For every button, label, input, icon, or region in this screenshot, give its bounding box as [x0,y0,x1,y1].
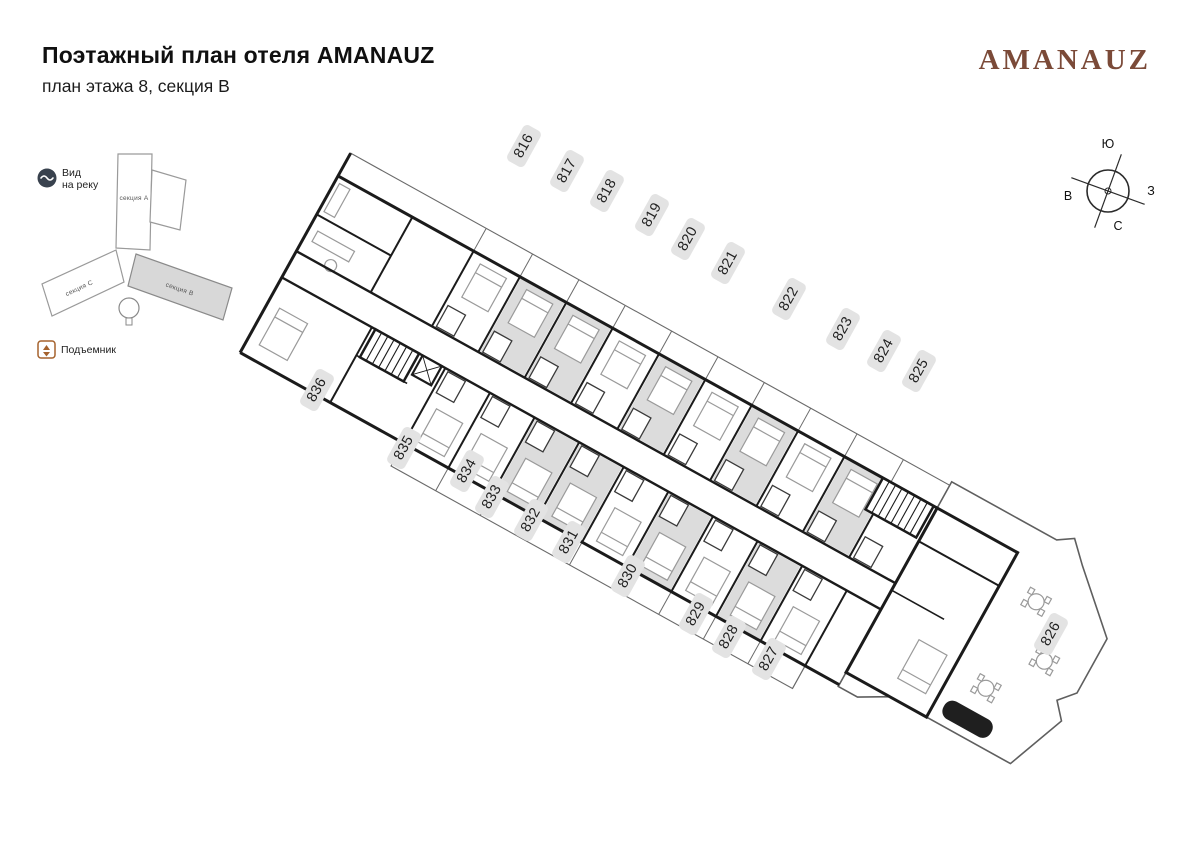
stairwell-left [358,327,421,384]
compass-east-label: В [1064,189,1072,203]
minimap-annex-shape [149,169,187,231]
minimap-junction [118,297,140,319]
minimap-section-b-shape [127,253,233,321]
furniture [258,182,948,695]
section-a-label: секция А [119,195,148,202]
compass-hub [1104,187,1112,195]
minimap-section-a-shape [115,153,153,251]
terrace-pool [942,700,993,738]
bathrooms [435,304,884,602]
compass-north-label: С [1113,219,1122,233]
building-minimap: Вид на реку секция А секция С секция В П… [37,153,233,359]
page-title: Поэтажный план отеля AMANAUZ [42,42,435,68]
brand-logo: AMANAUZ [978,44,1151,76]
page-subtitle: план этажа 8, секция B [42,76,230,96]
compass: Ю З В С [1064,137,1155,233]
compass-west-label: З [1147,184,1155,198]
floor-plan-drawing [238,152,1108,765]
wave-icon [40,175,54,181]
minimap-section-c-shape [41,249,125,317]
lift-label: Подъемник [61,344,116,356]
stairs [358,327,936,540]
minimap-junction-tail [125,317,133,326]
river-view-label-line1: Вид [62,167,81,179]
river-view-label-line2: на реку [62,179,99,191]
compass-ring [1086,169,1130,213]
compass-south-label: Ю [1102,137,1115,151]
lift-icon [37,340,56,359]
compass-needles [1071,154,1145,228]
corridor [281,251,1020,720]
